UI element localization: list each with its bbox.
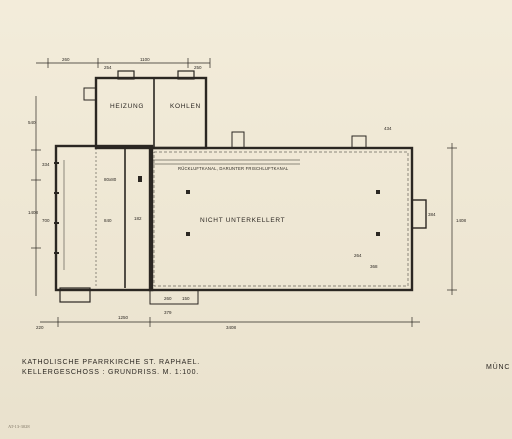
dim-right-384: 384 bbox=[428, 212, 436, 217]
dim-left-334: 334 bbox=[42, 162, 50, 167]
window-marks bbox=[54, 162, 380, 254]
dim-top-1100: 1100 bbox=[140, 57, 150, 62]
room-label-kohlen: KOHLEN bbox=[170, 103, 201, 110]
city-label: MÜNC bbox=[486, 364, 511, 371]
dim-left-700: 700 bbox=[42, 218, 50, 223]
dim-small-150: 150 bbox=[182, 296, 190, 301]
dim-right-434: 434 bbox=[384, 126, 392, 131]
left-cellar-wall bbox=[54, 144, 154, 292]
heating-wing-wall bbox=[94, 76, 208, 150]
caption-line-2: KELLERGESCHOSS : GRUNDRISS. M. 1:100. bbox=[22, 369, 200, 376]
caption-line-1: KATHOLISCHE PFARRKIRCHE ST. RAPHAEL. bbox=[22, 359, 201, 366]
drawing-caption: KATHOLISCHE PFARRKIRCHE ST. RAPHAEL. KEL… bbox=[22, 358, 200, 378]
dim-inner-840: 840 bbox=[104, 218, 112, 223]
dim-top-260: 260 bbox=[62, 57, 70, 62]
dim-bottom-379: 379 bbox=[164, 310, 172, 315]
dim-left-540: 540 bbox=[28, 120, 36, 125]
dim-inner-182: 182 bbox=[134, 216, 142, 221]
dim-bottom-3408: 3408 bbox=[226, 325, 237, 330]
dim-top-250: 250 bbox=[194, 65, 202, 70]
dim-left-1408: 1408 bbox=[28, 210, 39, 215]
dim-small-260: 260 bbox=[164, 296, 172, 301]
dim-inner-368: 368 bbox=[370, 264, 378, 269]
dim-bottom-220: 220 bbox=[36, 325, 44, 330]
room-label-nicht-unterkellert: NICHT UNTERKELLERT bbox=[200, 217, 285, 224]
dim-bottom-1250: 1250 bbox=[118, 315, 129, 320]
dim-inner-264: 264 bbox=[354, 253, 362, 258]
dim-right-1408: 1408 bbox=[456, 218, 467, 223]
archive-stamp: AT-13-3028 bbox=[8, 424, 30, 429]
room-label-heizung: HEIZUNG bbox=[110, 103, 144, 110]
note-kanal: RÜCKLUFTKANAL, DARUNTER FRISCHLUFTKANAL bbox=[178, 166, 289, 171]
dim-inner-80x80: 80x80 bbox=[104, 177, 117, 182]
dim-top-254: 254 bbox=[104, 65, 112, 70]
